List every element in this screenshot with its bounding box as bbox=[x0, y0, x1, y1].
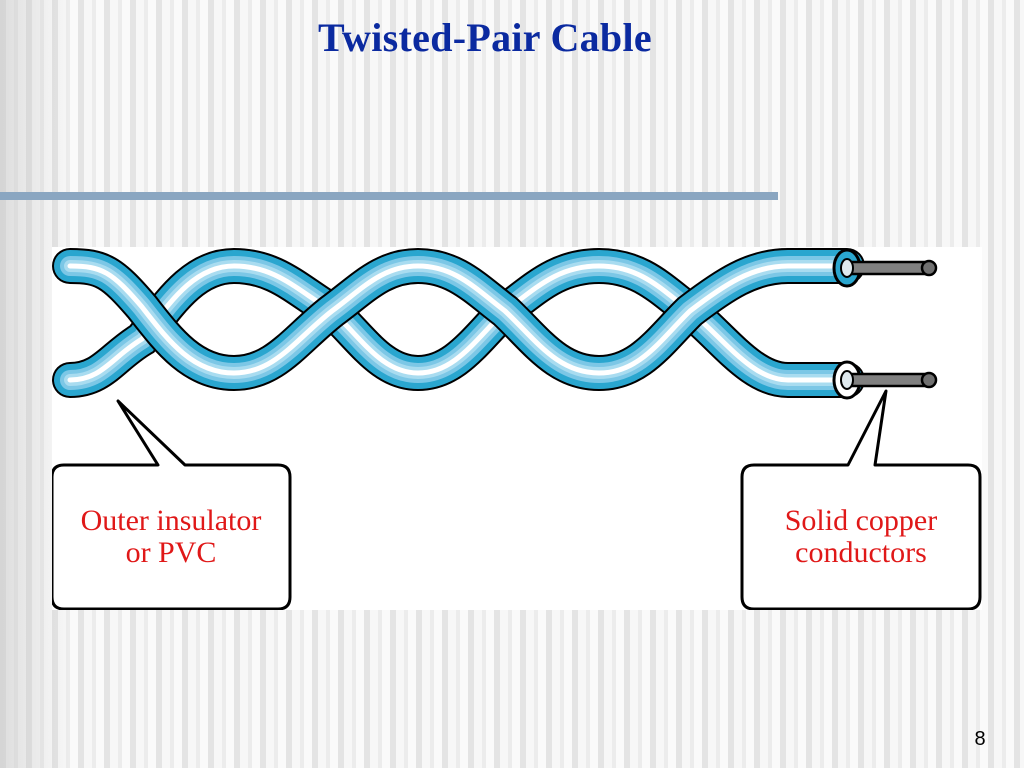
twisted-pair-diagram: Outer insulator or PVC Solid copper cond… bbox=[52, 247, 982, 610]
callout-outer-insulator: Outer insulator or PVC bbox=[52, 399, 292, 610]
twisted-pair-figure: Outer insulator or PVC Solid copper cond… bbox=[52, 247, 982, 610]
slide-title: Twisted-Pair Cable bbox=[318, 15, 652, 60]
conductor-top bbox=[832, 248, 938, 288]
callout-right-line-2: conductors bbox=[795, 536, 927, 569]
callout-solid-copper: Solid copper conductors bbox=[740, 389, 982, 610]
callout-left-line-1: Outer insulator bbox=[81, 504, 262, 537]
callout-right-line-1: Solid copper bbox=[785, 504, 937, 537]
conductor-bottom bbox=[832, 360, 938, 400]
callout-left-line-2: or PVC bbox=[126, 536, 217, 569]
title-underline-bar bbox=[0, 192, 778, 200]
slide-number: 8 bbox=[974, 728, 986, 750]
